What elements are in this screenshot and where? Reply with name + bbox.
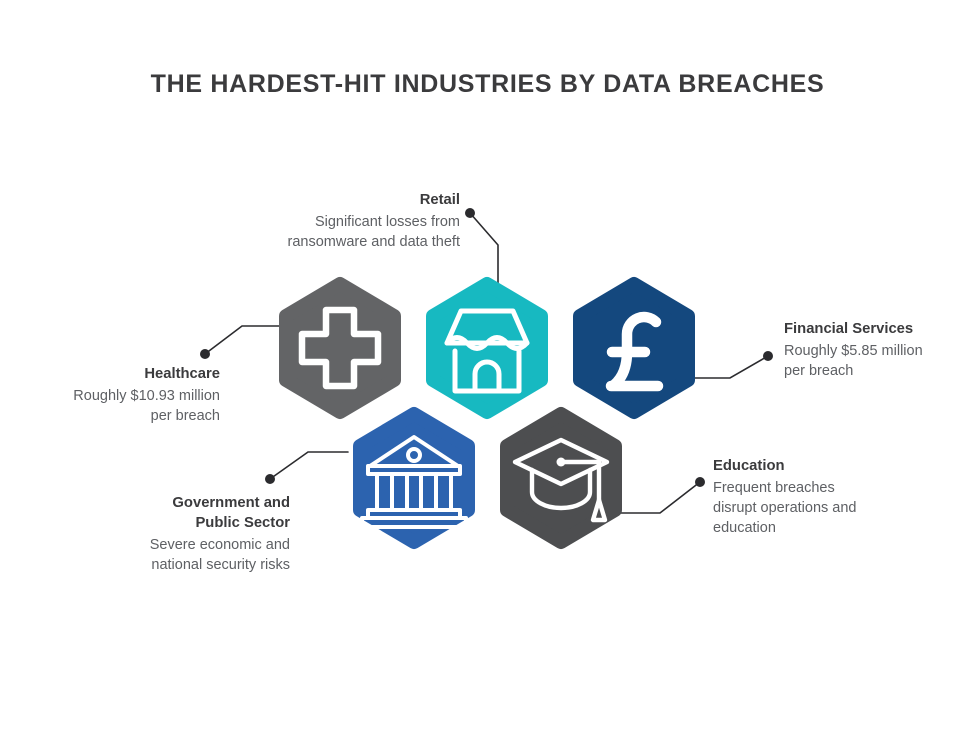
callout-financial: Financial Services Roughly $5.85 million… [784, 319, 974, 381]
graduation-cap-icon [512, 437, 610, 523]
hex-node-retail[interactable] [426, 277, 548, 419]
pound-sterling-icon [605, 311, 664, 392]
callout-title-education: Education [713, 458, 785, 474]
connector-healthcare [204, 325, 298, 355]
medical-cross-icon [298, 306, 382, 390]
page-title: THE HARDEST-HIT INDUSTRIES BY DATA BREAC… [150, 70, 825, 98]
callout-title-financial: Financial Services [784, 321, 914, 337]
connector-retail [469, 212, 499, 301]
callout-title-retail: Retail [419, 192, 460, 208]
hexagon-education [500, 407, 622, 549]
connector-dots [200, 208, 773, 487]
connector-dot-retail [465, 208, 475, 218]
hex-node-government[interactable] [353, 407, 475, 549]
hexagon-healthcare [279, 277, 401, 419]
government-building-icon [360, 435, 468, 529]
callout-title-healthcare: Healthcare [144, 366, 220, 382]
connector-government [269, 451, 349, 480]
hex-node-financial[interactable] [573, 277, 695, 419]
hex-node-education[interactable] [500, 407, 622, 549]
connector-dot-education [695, 477, 705, 487]
connector-dot-financial [763, 351, 773, 361]
connector-dot-government [265, 474, 275, 484]
hex-node-healthcare[interactable] [279, 277, 401, 419]
connector-education [617, 481, 701, 514]
storefront-icon [444, 308, 530, 394]
connector-dot-healthcare [200, 349, 210, 359]
